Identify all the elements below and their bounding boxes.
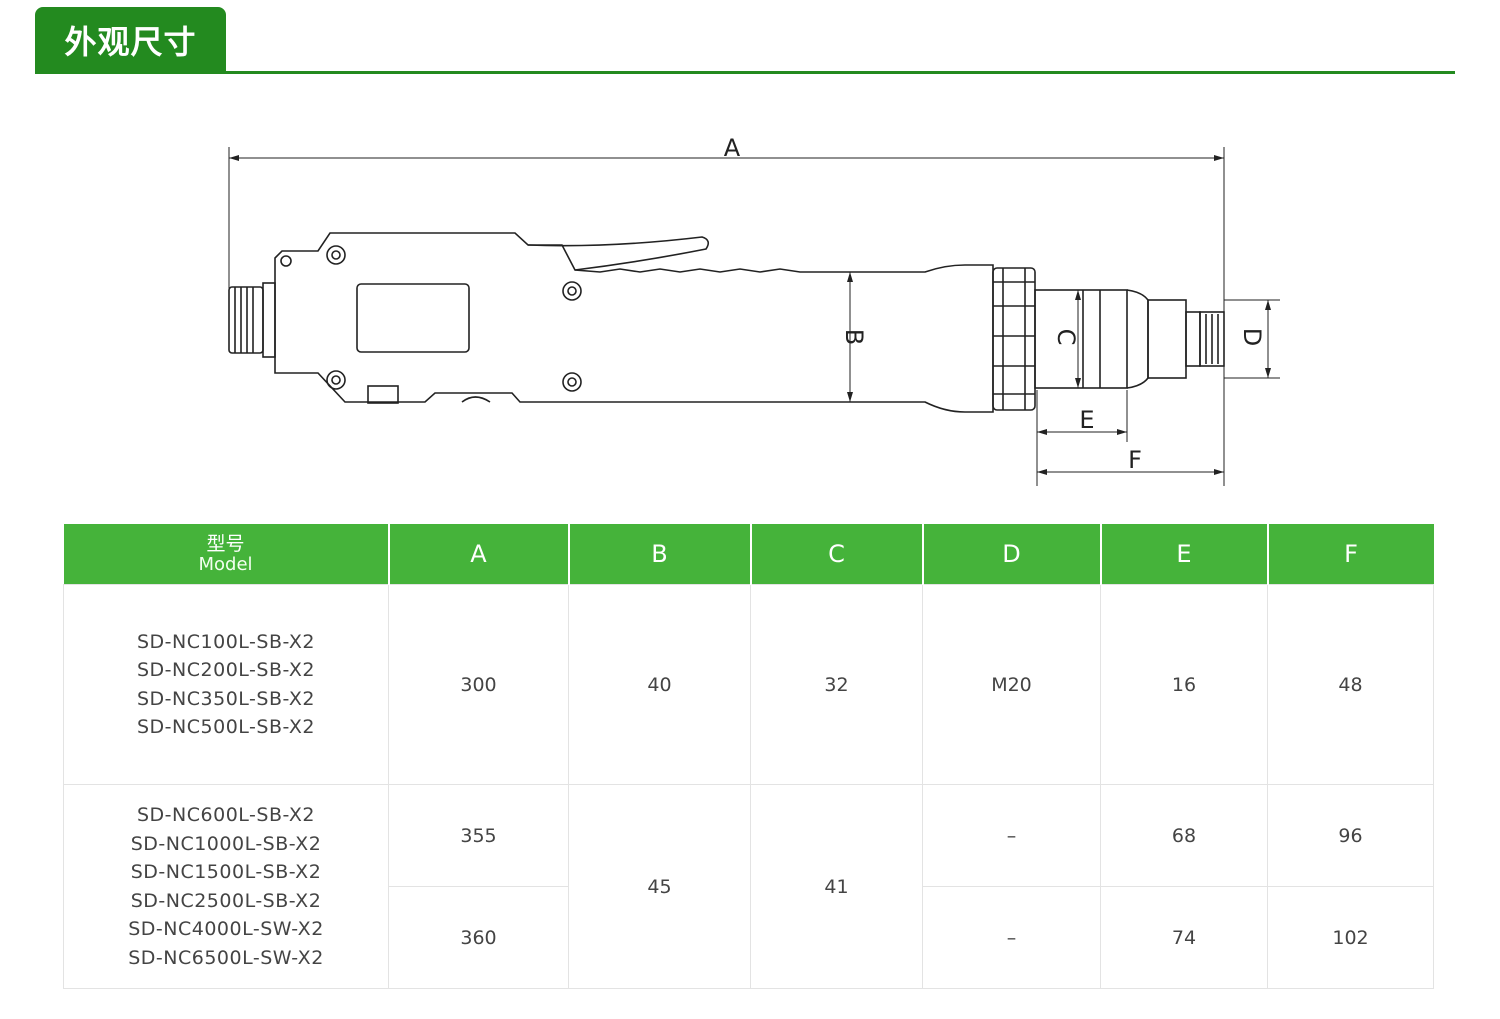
cell-e: 68 <box>1100 784 1268 887</box>
header-f: F <box>1266 524 1434 585</box>
model-list: SD-NC600L-SB-X2 SD-NC1000L-SB-X2 SD-NC15… <box>63 784 389 989</box>
screwdriver-outline <box>228 232 1225 413</box>
header-divider <box>35 71 1455 74</box>
cell-a: 355 <box>388 784 569 887</box>
dimension-label-a: A <box>724 134 741 162</box>
cell-d: – <box>922 784 1101 887</box>
dimension-label-d: D <box>1238 328 1266 346</box>
model-name: SD-NC1000L-SB-X2 <box>130 832 322 855</box>
cell-d: – <box>922 886 1101 989</box>
header-model: 型号 Model <box>63 524 389 585</box>
dimension-lines <box>228 147 1280 486</box>
dimension-table: 型号 Model A B C D E F SD-NC100L-SB-X2 SD-… <box>63 524 1434 989</box>
header-e: E <box>1099 524 1268 585</box>
cell-a: 360 <box>388 886 569 989</box>
model-name: SD-NC500L-SB-X2 <box>136 716 315 738</box>
header-c: C <box>749 524 923 585</box>
dimension-label-b: B <box>840 329 868 345</box>
model-list: SD-NC100L-SB-X2 SD-NC200L-SB-X2 SD-NC350… <box>63 584 389 785</box>
cell-a: 300 <box>388 584 569 785</box>
cell-b: 40 <box>568 584 751 785</box>
cell-b: 45 <box>568 784 751 989</box>
model-name: SD-NC350L-SB-X2 <box>136 687 315 710</box>
dimension-label-c: C <box>1052 329 1080 346</box>
dimension-drawing: A B C D E F <box>228 134 1280 486</box>
section-title: 外观尺寸 <box>35 7 226 73</box>
header-a: A <box>387 524 569 585</box>
model-name: SD-NC2500L-SB-X2 <box>130 889 322 912</box>
model-name: SD-NC6500L-SW-X2 <box>128 946 324 969</box>
header-model-cn: 型号 <box>206 533 245 555</box>
model-name: SD-NC600L-SB-X2 <box>136 804 315 826</box>
header-b: B <box>567 524 751 585</box>
cell-c: 32 <box>750 584 923 785</box>
cell-d: M20 <box>922 584 1101 785</box>
cell-e: 16 <box>1100 584 1268 785</box>
dimension-label-e: E <box>1079 406 1094 434</box>
model-name: SD-NC100L-SB-X2 <box>136 630 315 653</box>
cell-f: 96 <box>1267 784 1434 887</box>
model-name: SD-NC1500L-SB-X2 <box>130 861 322 883</box>
model-name: SD-NC4000L-SW-X2 <box>128 918 324 940</box>
cell-f: 102 <box>1267 886 1434 989</box>
model-name: SD-NC200L-SB-X2 <box>136 659 315 681</box>
table-header-row: 型号 Model A B C D E F <box>63 524 1434 585</box>
cell-c: 41 <box>750 784 923 989</box>
cell-e: 74 <box>1100 886 1268 989</box>
table-row: SD-NC100L-SB-X2 SD-NC200L-SB-X2 SD-NC350… <box>63 584 1434 785</box>
cell-f: 48 <box>1267 584 1434 785</box>
table-row: 360 – 74 102 <box>64 886 1434 989</box>
dimension-label-f: F <box>1128 446 1142 474</box>
dimension-arrows <box>229 155 1271 475</box>
table-row: SD-NC600L-SB-X2 SD-NC1000L-SB-X2 SD-NC15… <box>63 784 1434 989</box>
section-header: 外观尺寸 <box>35 0 1455 76</box>
header-model-en: Model <box>198 554 253 575</box>
header-d: D <box>921 524 1101 585</box>
